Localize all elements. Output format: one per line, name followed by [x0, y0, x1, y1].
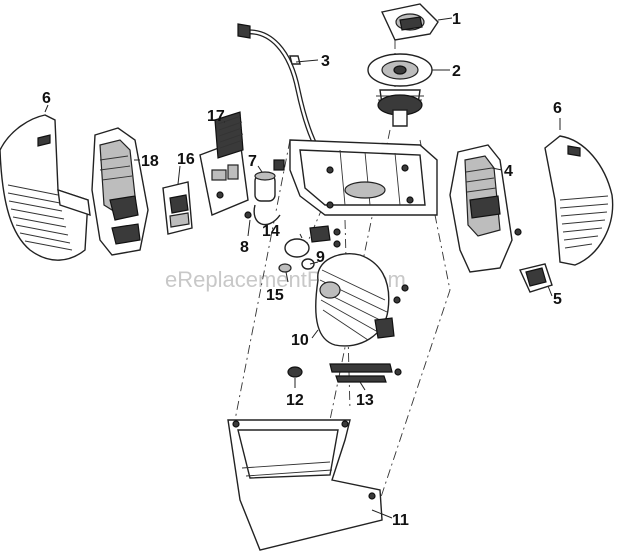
callout-11: 11 [392, 512, 409, 529]
callout-5: 5 [553, 291, 562, 308]
part-2-gear-plate [367, 53, 433, 127]
callout-14: 14 [262, 223, 280, 240]
part-14-limit-switch [284, 225, 341, 258]
part-8-bracket [244, 204, 281, 226]
callout-7: 7 [248, 153, 257, 170]
callout-labels: 1 2 3 4 5 6 6 7 8 9 10 11 12 13 14 15 16… [42, 11, 562, 529]
part-11-light-lens [227, 419, 383, 551]
callout-1: 1 [452, 11, 461, 28]
callout-16: 16 [177, 151, 195, 168]
callout-12: 12 [286, 392, 304, 409]
callout-17: 17 [207, 108, 225, 125]
callout-18: 18 [141, 153, 159, 170]
callout-6-left: 6 [42, 90, 51, 107]
callout-10: 10 [291, 332, 309, 349]
part-12-bushing [287, 366, 303, 378]
part-7-capacitor [254, 159, 285, 202]
part-15-spacer [278, 263, 292, 273]
part-6-left-cover [0, 114, 91, 261]
callout-2: 2 [452, 63, 461, 80]
part-16-socket [162, 181, 193, 235]
part-17-circuit-board [199, 111, 249, 216]
chassis-plate [289, 139, 438, 216]
callout-6-right: 6 [553, 100, 562, 117]
part-1-cap [380, 3, 439, 41]
leader-lines [44, 17, 561, 519]
part-18-light-housing [91, 127, 149, 256]
part-13-fasteners [329, 363, 402, 383]
callout-8: 8 [240, 239, 249, 256]
part-10-motor [315, 253, 409, 347]
part-4-right-housing [449, 144, 522, 273]
callout-13: 13 [356, 392, 374, 409]
callout-4: 4 [504, 163, 513, 180]
part-5-lens-holder [519, 263, 553, 293]
part-3-power-cord [237, 23, 321, 152]
part-6-right-cover [544, 135, 614, 266]
part-9-sensor [301, 258, 315, 270]
callout-9: 9 [316, 249, 325, 266]
callout-15: 15 [266, 287, 284, 304]
callout-3: 3 [321, 53, 330, 70]
